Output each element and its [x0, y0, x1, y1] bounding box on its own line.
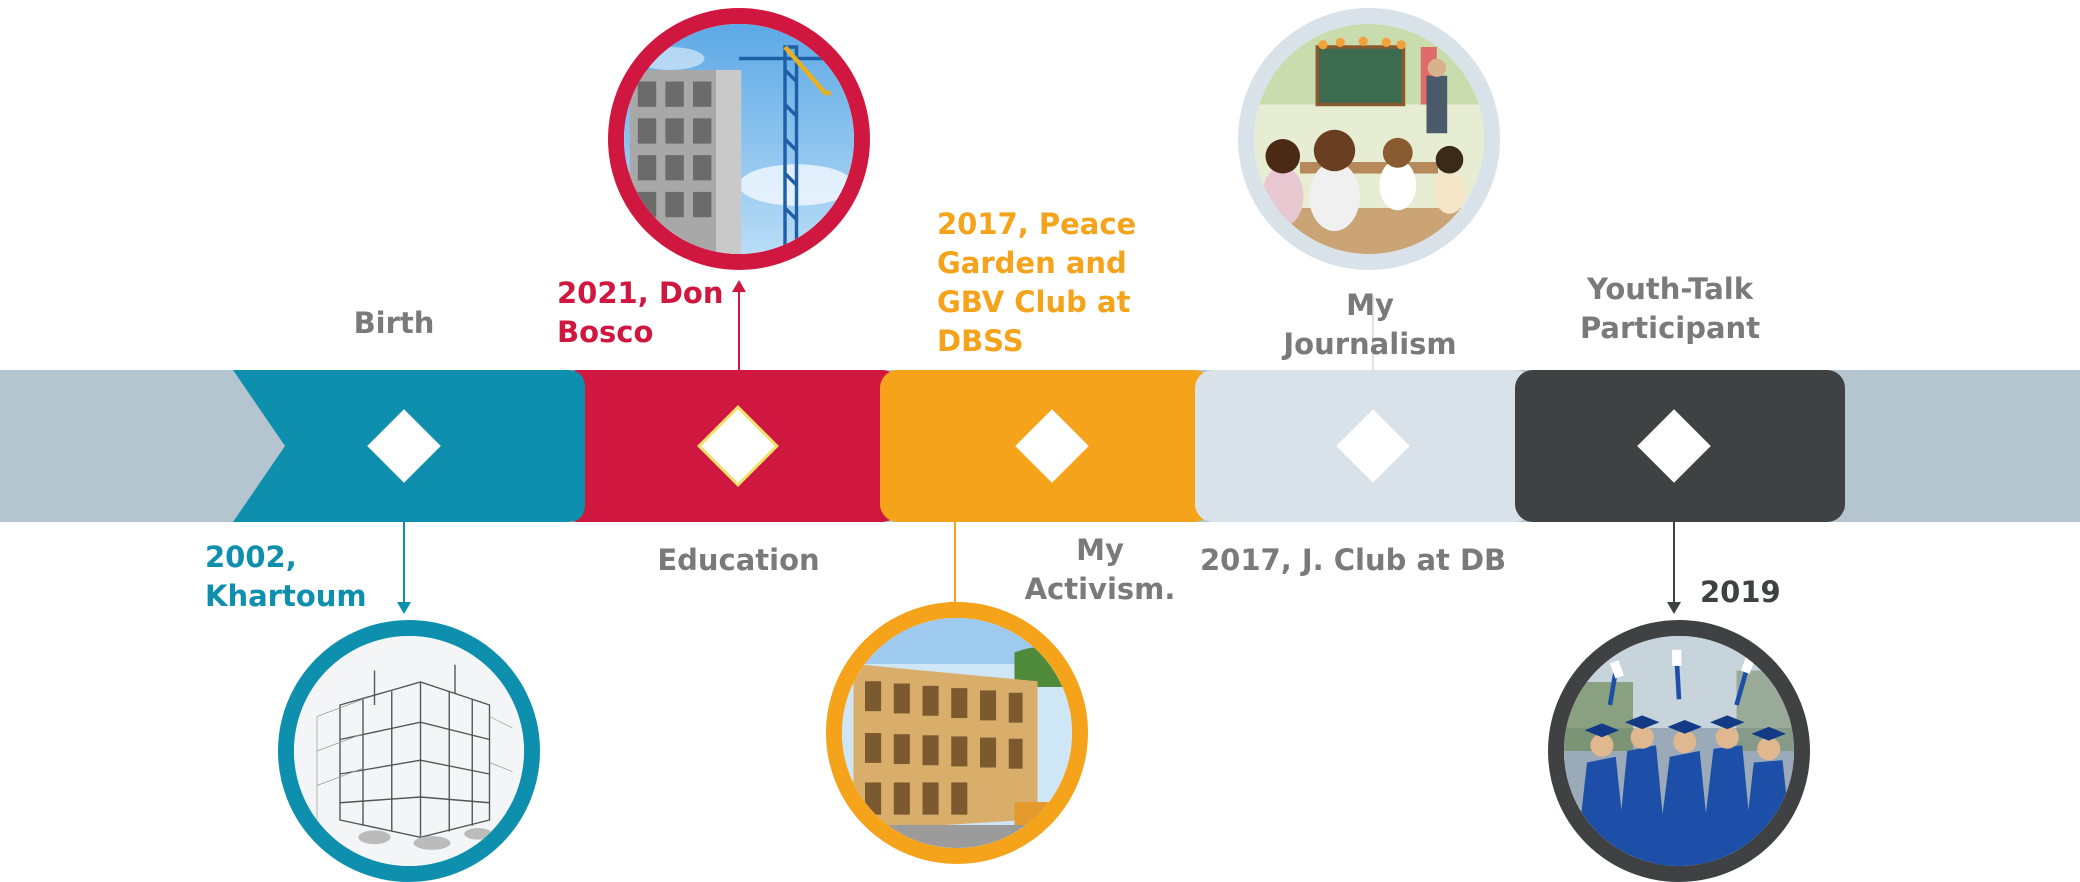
activism-detail-label: 2017, Peace Garden and GBV Club at DBSS [937, 207, 1137, 358]
classroom-photo [1238, 8, 1500, 270]
birth-connector-line [403, 522, 405, 607]
youth-talk-arrowhead-icon [1667, 602, 1681, 614]
activism-label: My Activism. [1024, 533, 1176, 606]
youth-talk-label: Youth-Talk Participant [1579, 272, 1761, 345]
journalism-connector-line [1372, 295, 1374, 370]
birth-label: Birth [353, 306, 435, 340]
activism-connector-line [954, 522, 956, 607]
education-connector-line [738, 290, 740, 370]
journalism-label: My Journalism [1283, 288, 1457, 361]
construction-crane-photo [608, 8, 870, 270]
education-label: Education [657, 543, 820, 577]
wireframe-building-photo [278, 620, 540, 882]
wooden-frame-building-photo [826, 602, 1088, 864]
education-arrowhead-icon [732, 280, 746, 292]
graduation-photo [1548, 620, 1810, 882]
birth-arrowhead-icon [397, 602, 411, 614]
youth-talk-detail-label: 2019 [1700, 575, 1781, 609]
birth-detail-label: 2002, Khartoum [205, 540, 367, 613]
journalism-detail-label: 2017, J. Club at DB [1200, 543, 1507, 577]
youth-talk-connector-line [1673, 522, 1675, 607]
education-detail-label: 2021, Don Bosco [557, 276, 724, 349]
